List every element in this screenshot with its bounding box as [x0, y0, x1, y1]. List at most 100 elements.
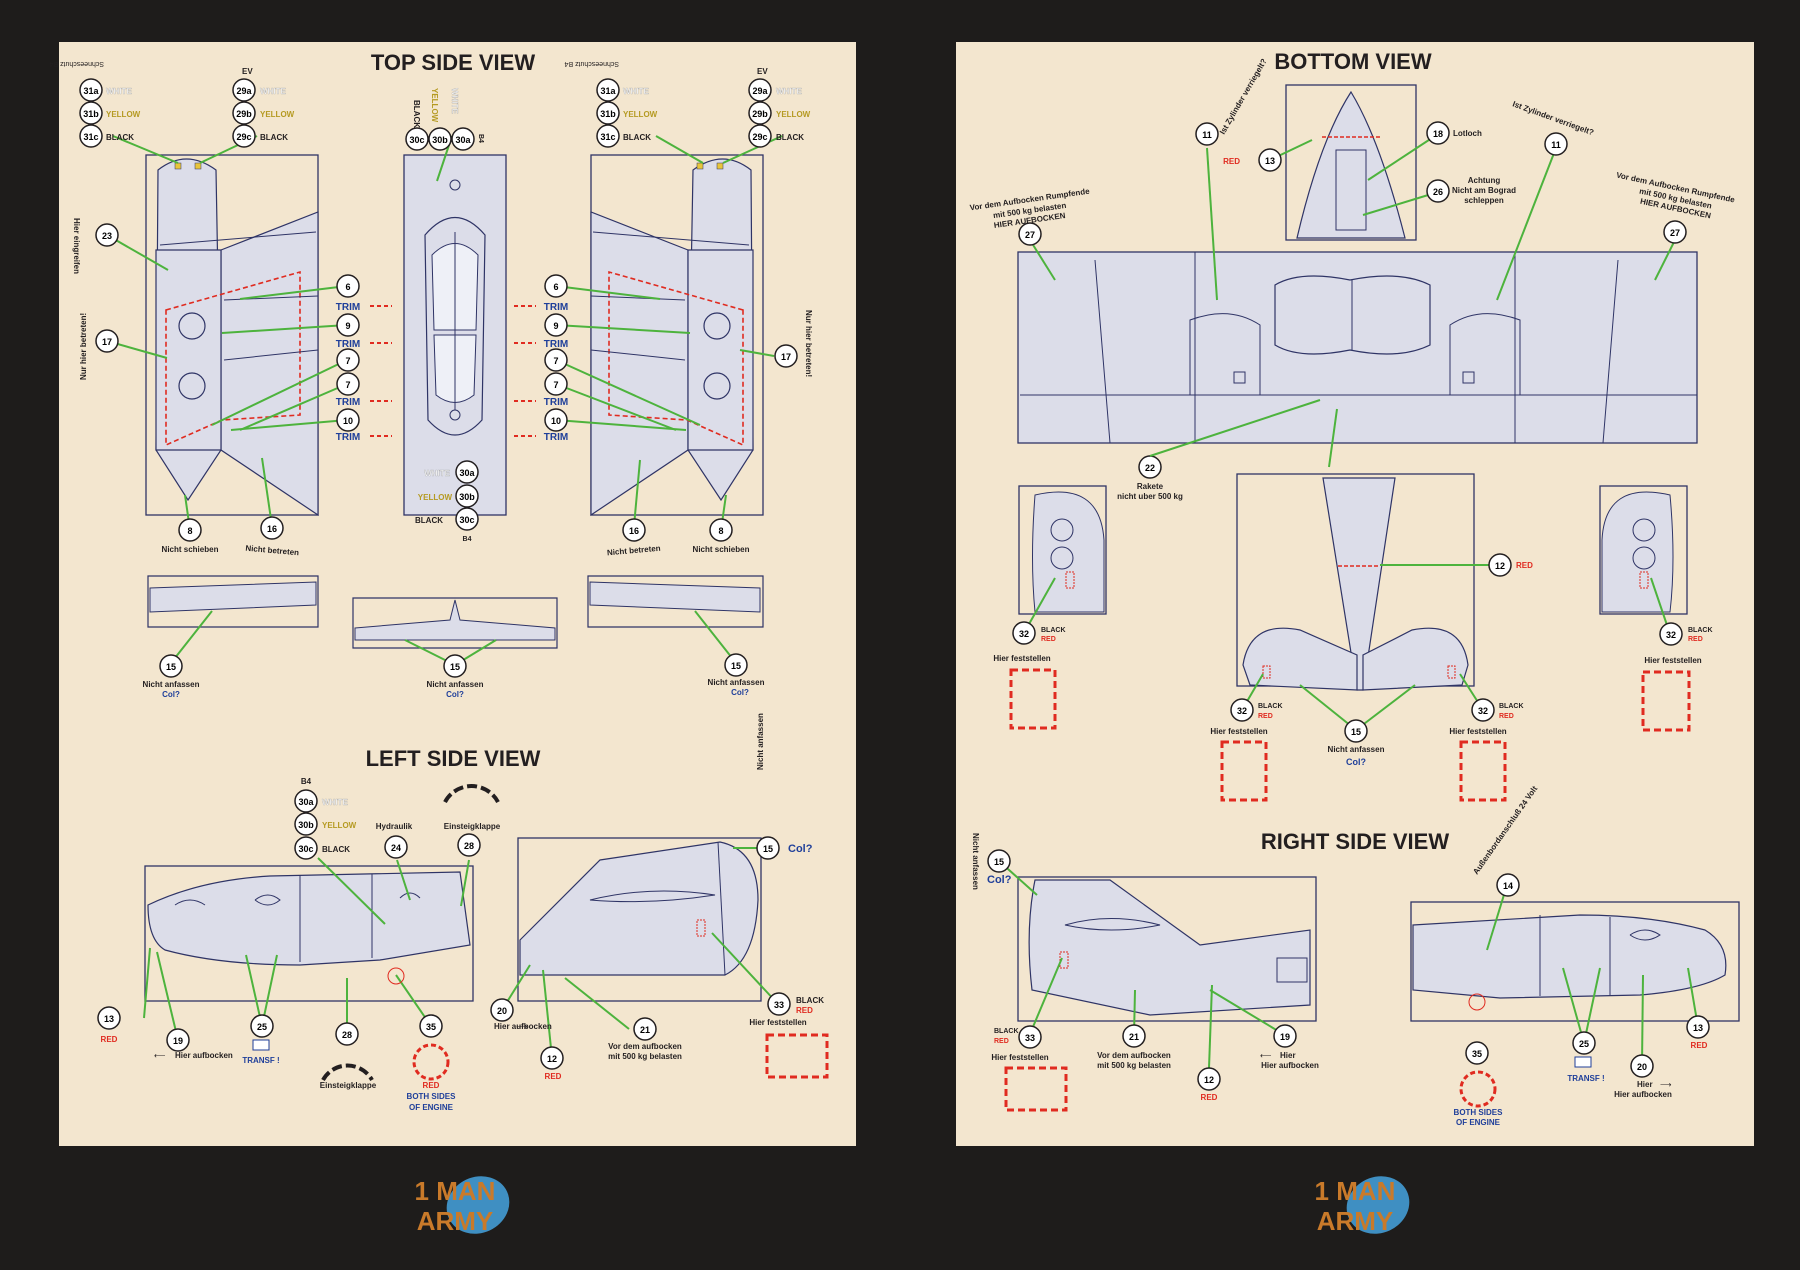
- marker-26: 26: [1426, 179, 1450, 203]
- svg-text:25: 25: [257, 1022, 267, 1032]
- label-black-rotated: BLACK: [412, 100, 421, 128]
- svg-text:26: 26: [1433, 187, 1443, 197]
- label-ev: EV: [757, 67, 768, 76]
- label-aufbocken: Hier aufbocken: [1614, 1090, 1672, 1099]
- svg-text:31a: 31a: [83, 86, 99, 96]
- marker-32: 32: [1012, 621, 1036, 645]
- svg-text:7: 7: [553, 356, 558, 366]
- marker-17: 17: [95, 329, 119, 353]
- marker-32-right: 32: [1659, 622, 1683, 646]
- label-ev: EV: [242, 67, 253, 76]
- marker-9-right: 9: [544, 313, 568, 337]
- svg-text:32: 32: [1666, 630, 1676, 640]
- label-b4: B4: [463, 536, 472, 543]
- marker-30b: 30b: [428, 127, 452, 151]
- svg-text:28: 28: [464, 841, 474, 851]
- marker-33: 33: [1018, 1025, 1042, 1049]
- label-hier-feststellen: Hier feststellen: [1210, 727, 1267, 736]
- label-red: RED: [1691, 1041, 1708, 1050]
- label-white-rotated: WHITE: [450, 88, 459, 114]
- marker-30a-side: 30a: [294, 789, 318, 813]
- label-yellow-rotated: YELLOW: [430, 88, 439, 123]
- marker-30c-top: 30a: [455, 460, 479, 484]
- label-vor-dem-aufbocken: Vor dem aufbocken: [608, 1042, 682, 1051]
- svg-text:29a: 29a: [236, 86, 252, 96]
- svg-text:32: 32: [1478, 706, 1488, 716]
- label-col: Col?: [987, 874, 1012, 886]
- marker-27-right: 27: [1663, 220, 1687, 244]
- label-achtung: Achtung: [1468, 176, 1501, 185]
- svg-text:1 MAN: 1 MAN: [1315, 1176, 1396, 1206]
- left-side-view-title: LEFT SIDE VIEW: [366, 746, 541, 771]
- label-lotloch: Lotloch: [1453, 129, 1482, 138]
- marker-31b-right: 31b: [596, 101, 620, 125]
- label-yellow: YELLOW: [260, 110, 295, 119]
- bottom-view-nose-drawing: [1285, 84, 1417, 241]
- label-nicht-schieben: Nicht schieben: [693, 545, 750, 554]
- svg-text:17: 17: [781, 352, 791, 362]
- label-black: BLACK: [623, 133, 651, 142]
- label-red: RED: [1258, 713, 1273, 720]
- bottom-view-side-panels: [1018, 485, 1688, 615]
- svg-text:1 MAN: 1 MAN: [415, 1176, 496, 1206]
- label-red: RED: [1223, 157, 1240, 166]
- svg-text:17: 17: [102, 337, 112, 347]
- marker-30b-side: 30b: [294, 812, 318, 836]
- marker-11: 11: [1195, 122, 1219, 146]
- marker-12-side: 12: [1197, 1067, 1221, 1091]
- label-hier-feststellen: Hier feststellen: [991, 1053, 1048, 1062]
- bottom-view-wing-drawing: [1017, 251, 1698, 444]
- stencil-frame-red: [1220, 740, 1268, 802]
- marker-30b-top: 30b: [455, 484, 479, 508]
- label-nicht-anfassen: Nicht anfassen: [708, 678, 765, 687]
- marker-13-side: 13: [1686, 1015, 1710, 1039]
- bottom-view-tail-drawing: [1236, 473, 1475, 691]
- marker-30c-side: 30c: [294, 836, 318, 860]
- marker-15: 15: [159, 654, 183, 678]
- svg-text:13: 13: [1265, 156, 1275, 166]
- left-side-fuselage-drawing: [144, 865, 474, 1002]
- marker-6-right: 6: [544, 274, 568, 298]
- label-hier-feststellen: Hier feststellen: [1644, 656, 1701, 665]
- label-col: Col?: [162, 690, 180, 699]
- label-red: RED: [1688, 636, 1703, 643]
- svg-text:ARMY: ARMY: [417, 1206, 494, 1236]
- svg-text:30a: 30a: [298, 797, 314, 807]
- label-hier-feststellen: Hier feststellen: [993, 654, 1050, 663]
- svg-text:33: 33: [1025, 1033, 1035, 1043]
- marker-15-center: 15: [443, 654, 467, 678]
- label-nur-hier-betreten: Nur hier betreten!: [79, 313, 88, 380]
- label-einsteigklappe: Einsteigklappe: [444, 822, 501, 831]
- marker-30a: 30a: [451, 127, 475, 151]
- svg-text:6: 6: [345, 282, 350, 292]
- left-side-tail-drawing: [517, 837, 762, 1002]
- svg-text:8: 8: [187, 526, 192, 536]
- marker-14: 14: [1496, 873, 1520, 897]
- top-view-right-wing-drawing: [590, 154, 764, 517]
- svg-text:30c: 30c: [459, 515, 474, 525]
- marker-35: 35: [1465, 1041, 1489, 1065]
- marker-20: 20: [1630, 1054, 1654, 1078]
- svg-text:16: 16: [629, 526, 639, 536]
- marker-16-right: 16: [622, 518, 646, 542]
- marker-28: 28: [457, 833, 481, 857]
- label-col: Col?: [731, 688, 749, 697]
- marker-29b: 29b: [232, 101, 256, 125]
- label-red: RED: [1516, 561, 1533, 570]
- marker-29b-right: 29b: [748, 101, 772, 125]
- label-nicht-am-bograd: Nicht am Bograd: [1452, 186, 1516, 195]
- svg-text:32: 32: [1019, 629, 1029, 639]
- svg-text:31b: 31b: [83, 109, 99, 119]
- marker-29c: 29c: [232, 124, 256, 148]
- label-nicht-anfassen: Nicht anfassen: [143, 680, 200, 689]
- svg-text:12: 12: [547, 1054, 557, 1064]
- top-view-canopy-drawing: [403, 154, 507, 516]
- marker-29a-right: 29a: [748, 78, 772, 102]
- label-yellow: YELLOW: [106, 110, 141, 119]
- stencil-frame-red: [1004, 1066, 1068, 1112]
- leader-line: [1149, 399, 1321, 457]
- brand-logo-right: 1 MAN ARMY: [1315, 1176, 1410, 1236]
- label-col: Col?: [788, 843, 813, 855]
- svg-text:9: 9: [553, 321, 558, 331]
- svg-text:7: 7: [345, 380, 350, 390]
